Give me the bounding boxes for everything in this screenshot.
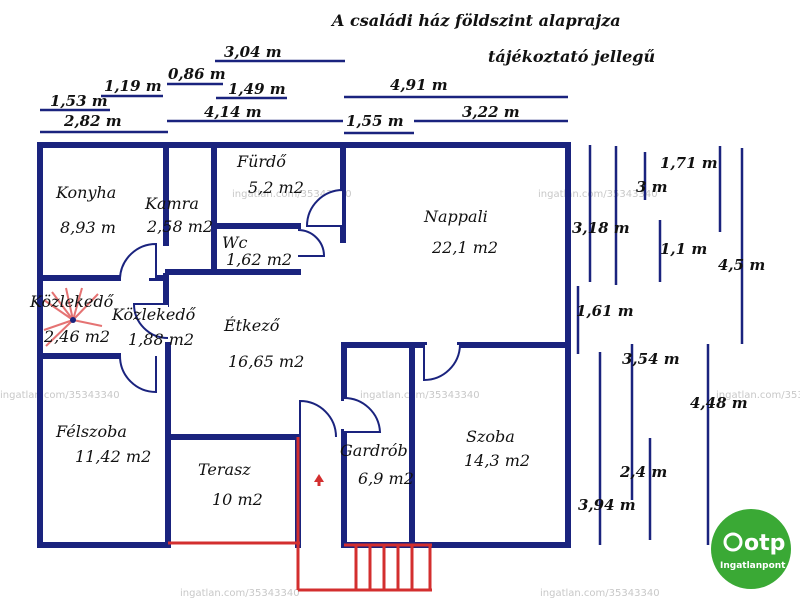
room-area-etkezo: 16,65 m2 (228, 352, 304, 371)
room-name-wc: Wc (222, 233, 247, 252)
dimension-label: 2,82 m (63, 112, 122, 130)
room-name-etkezo: Étkező (223, 315, 281, 335)
door-swing (119, 355, 157, 394)
dimension-label: 3,94 m (578, 496, 636, 514)
right-dimension-labels: 1,71 m 3 m 3,18 m 1,1 m 4,5 m 1,61 m 3,5… (572, 154, 765, 514)
entrance-arrow-icon (314, 474, 324, 482)
door-swing (297, 229, 326, 257)
room-area-nappali: 22,1 m2 (431, 238, 498, 257)
spiral-stair-icon (43, 287, 103, 347)
watermark: ingatlan.com/35343340 (360, 390, 480, 401)
room-name-nappali: Nappali (423, 207, 488, 226)
room-area-kamra: 2,58 m2 (146, 217, 213, 236)
room-name-kozlekedo-1: Közlekedő (29, 292, 115, 311)
watermark: ingatlan.com/35343340 (538, 189, 658, 200)
door-swing (305, 188, 344, 227)
room-name-kozlekedo-2: Közlekedő (111, 305, 197, 324)
watermark: ingatlan.com/35343340 (180, 588, 300, 599)
top-dimension-lines (40, 59, 568, 135)
dimension-label: 3,54 m (622, 350, 680, 368)
room-name-furdo: Fürdő (236, 152, 287, 171)
room-name-felszoba: Félszoba (55, 422, 127, 441)
otp-logo: otp Ingatlanpont (711, 509, 791, 589)
dimension-label: 0,86 m (168, 65, 226, 83)
watermark: ingatlan.com/35343340 (232, 189, 352, 200)
watermarks: ingatlan.com/35343340 ingatlan.com/35343… (0, 189, 800, 599)
dimension-label: 1,53 m (50, 92, 108, 110)
room-area-kozlekedo-1: 2,46 m2 (43, 327, 110, 346)
room-area-szoba: 14,3 m2 (464, 451, 530, 470)
room-area-konyha: 8,93 m (60, 218, 116, 237)
room-area-felszoba: 11,42 m2 (75, 447, 151, 466)
dimension-label: 1,19 m (104, 77, 162, 95)
logo-brand: otp (744, 531, 785, 556)
dimension-label: 3,18 m (572, 219, 630, 237)
dimension-label: 3 m (636, 178, 668, 196)
watermark: ingatlan.com/35343340 (716, 390, 800, 401)
dimension-label: 1,1 m (660, 240, 707, 258)
room-name-terasz: Terasz (198, 460, 251, 479)
stairs (43, 287, 432, 592)
dimension-label: 1,71 m (660, 154, 718, 172)
room-area-terasz: 10 m2 (212, 490, 263, 509)
dimension-label: 4,48 m (690, 394, 748, 412)
room-area-furdo: 5,2 m2 (248, 178, 304, 197)
door-swing (423, 344, 461, 382)
room-name-konyha: Konyha (55, 183, 116, 202)
door-swing (132, 303, 169, 339)
right-dimension-lines (576, 145, 744, 545)
dimension-label: 2,4 m (619, 463, 667, 481)
logo-sub: Ingatlanpont (720, 561, 786, 571)
dimension-label: 4,91 m (390, 76, 448, 94)
walls (37, 142, 571, 548)
plan-subtitle: tájékoztató jellegű (488, 47, 655, 66)
dimension-label: 3,22 m (462, 103, 520, 121)
dimension-label: 4,5 m (718, 256, 765, 274)
dimension-label: 3,04 m (224, 43, 282, 61)
dimension-label: 1,49 m (228, 80, 286, 98)
top-dimension-labels: 3,04 m 1,19 m 0,86 m 1,49 m 4,91 m 1,53 … (50, 43, 520, 130)
room-name-szoba: Szoba (466, 427, 515, 446)
watermark: ingatlan.com/35343340 (0, 390, 120, 401)
room-labels: Konyha 8,93 m Kamra 2,58 m2 Fürdő 5,2 m2… (29, 152, 530, 509)
watermark: ingatlan.com/35343340 (540, 588, 660, 599)
door-swing (343, 396, 382, 433)
dimension-label: 1,55 m (346, 112, 404, 130)
door-swing (299, 399, 337, 438)
room-area-wc: 1,62 m2 (226, 250, 292, 269)
room-name-kamra: Kamra (144, 194, 199, 213)
plan-title: A családi ház földszint alaprajza (330, 11, 621, 30)
dimension-label: 1,61 m (576, 302, 634, 320)
room-area-kozlekedo-2: 1,88 m2 (128, 330, 194, 349)
room-name-gardrob: Gardrób (340, 441, 408, 460)
room-area-gardrob: 6,9 m2 (358, 469, 414, 488)
doors (119, 188, 461, 438)
dimension-label: 4,14 m (204, 103, 262, 121)
door-swing (119, 242, 157, 279)
